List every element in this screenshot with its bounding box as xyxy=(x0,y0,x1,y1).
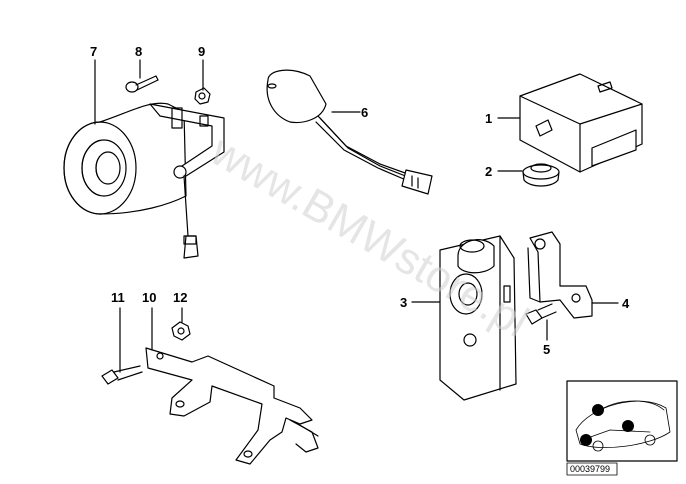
leader-lines xyxy=(94,59,619,373)
location-dot xyxy=(622,420,634,432)
location-thumbnail xyxy=(566,380,678,476)
screw-part-11 xyxy=(101,365,143,385)
callout-4: 4 xyxy=(622,296,630,311)
grommet-part-2 xyxy=(522,163,560,187)
control-unit-part-1 xyxy=(519,73,643,173)
location-markers xyxy=(580,404,634,446)
screw-part-5 xyxy=(525,303,557,325)
callout-1: 1 xyxy=(485,111,492,126)
callout-10: 10 xyxy=(142,290,156,305)
callout-11: 11 xyxy=(111,290,125,305)
callout-9: 9 xyxy=(198,44,205,59)
bracket-part-4 xyxy=(527,231,593,319)
callout-5: 5 xyxy=(543,342,550,357)
siren-module-part-3 xyxy=(439,235,517,401)
callout-2: 2 xyxy=(485,164,492,179)
callout-7: 7 xyxy=(90,44,97,59)
location-dot xyxy=(592,404,604,416)
mounting-plate-part-10 xyxy=(145,347,319,465)
siren-horn-part xyxy=(63,102,225,259)
callout-8: 8 xyxy=(135,44,142,59)
location-dot xyxy=(580,434,592,446)
nut-part-12 xyxy=(171,321,191,341)
callout-6: 6 xyxy=(361,105,368,120)
callout-12: 12 xyxy=(173,290,187,305)
nut-part-9 xyxy=(194,87,211,105)
sensor-cable-part-6 xyxy=(266,69,433,195)
callout-3: 3 xyxy=(400,295,407,310)
screw-part-8 xyxy=(125,75,159,93)
diagram-code: 00039799 xyxy=(570,464,610,474)
